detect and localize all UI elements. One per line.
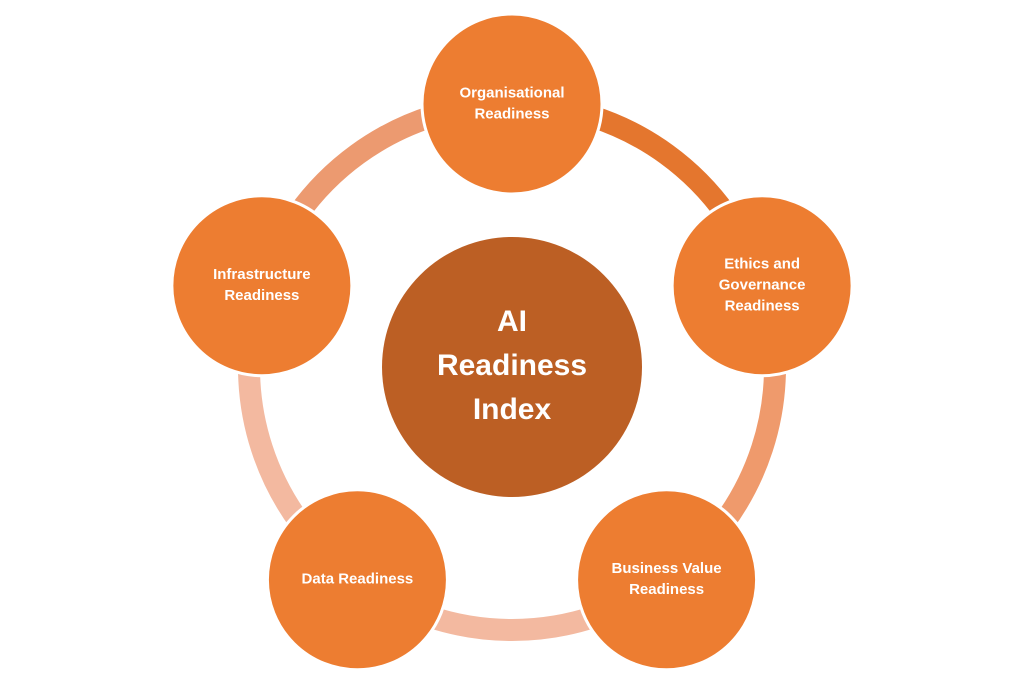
node-data: Data Readiness [265, 488, 449, 672]
node-organisational-label-line-1: Organisational [459, 84, 564, 101]
center-circle [382, 237, 642, 497]
node-business-value-label-line-1: Business Value [612, 560, 722, 577]
node-organisational-label-line-2: Readiness [474, 105, 549, 122]
node-circle-ethics-governance [670, 194, 854, 378]
node-circle-data [265, 488, 449, 672]
center-label-line-3: Index [473, 393, 552, 426]
node-circle-business-value [575, 488, 759, 672]
node-ethics-governance-label-line-1: Ethics and [724, 256, 800, 273]
node-ethics-governance-label-line-2: Governance [719, 277, 806, 294]
node-data-label-line-1: Data Readiness [302, 571, 414, 588]
node-ethics-governance-label-line-3: Readiness [725, 298, 800, 315]
node-circle-infrastructure [170, 194, 354, 378]
node-business-value-label-line-2: Readiness [629, 581, 704, 598]
node-circle-organisational [420, 12, 604, 196]
node-infrastructure-label-line-1: Infrastructure [213, 266, 311, 283]
node-infrastructure-label-line-2: Readiness [224, 287, 299, 304]
center-label-line-1: AI [497, 305, 527, 338]
center-label-line-2: Readiness [437, 349, 587, 382]
